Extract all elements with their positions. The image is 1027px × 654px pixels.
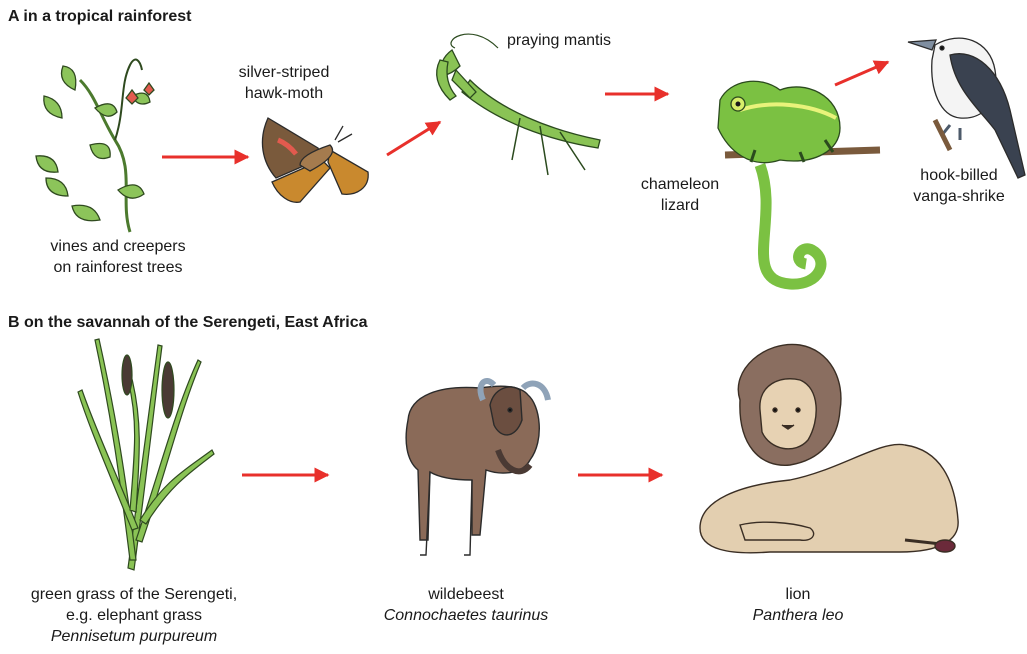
praying-mantis-illustration <box>437 34 600 175</box>
hawk-moth-illustration <box>262 118 368 202</box>
wildebeest-illustration <box>406 381 548 555</box>
section-a-heading: A in a tropical rainforest <box>8 8 191 26</box>
label-vines: vines and creepers on rainforest trees <box>28 236 208 278</box>
label-wildebeest: wildebeest Connochaetes taurinus <box>356 584 576 626</box>
elephant-grass-illustration <box>78 339 214 570</box>
label-wildebeest-scientific: Connochaetes taurinus <box>356 605 576 626</box>
arrow-chameleon-to-shrike <box>835 62 888 85</box>
section-b-heading: B on the savannah of the Serengeti, East… <box>8 314 368 332</box>
label-hawk-moth: silver-striped hawk-moth <box>224 62 344 104</box>
label-vanga-shrike: hook-billed vanga-shrike <box>905 165 1013 207</box>
label-grass: green grass of the Serengeti, e.g. eleph… <box>4 584 264 647</box>
arrow-moth-to-mantis <box>387 122 440 155</box>
label-grass-scientific: Pennisetum purpureum <box>4 626 264 647</box>
label-praying-mantis: praying mantis <box>494 30 624 51</box>
label-lion-scientific: Panthera leo <box>738 605 858 626</box>
label-lion: lion Panthera leo <box>738 584 858 626</box>
lion-illustration <box>700 344 958 552</box>
vanga-shrike-illustration <box>908 38 1025 178</box>
vines-illustration <box>36 60 154 232</box>
label-chameleon: chameleon lizard <box>630 174 730 216</box>
chameleon-illustration <box>718 81 880 284</box>
